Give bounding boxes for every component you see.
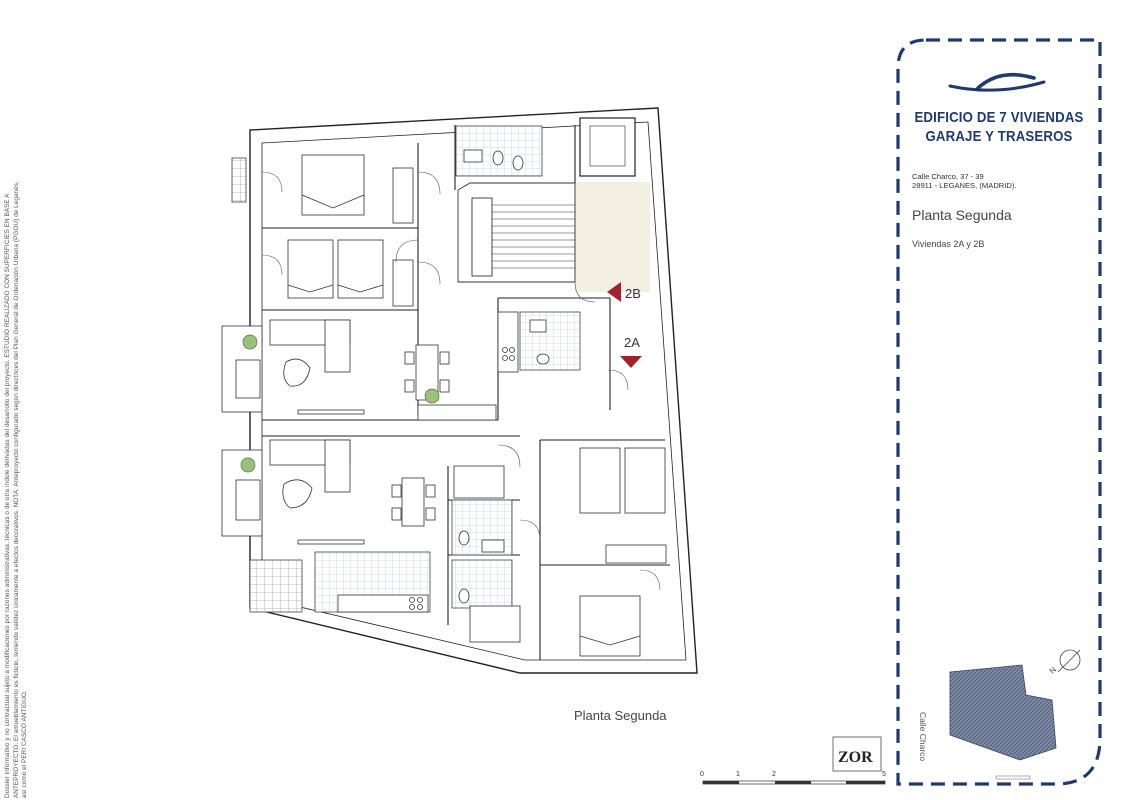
plan-caption: Planta Segunda <box>574 708 667 723</box>
patio-grid <box>249 559 303 613</box>
info-panel: EDIFICIO DE 7 VIVIENDAS GARAJE Y TRASERO… <box>896 38 1102 786</box>
sanitary-fixtures <box>458 149 550 604</box>
street-label: Calle Charco <box>918 712 928 762</box>
plants <box>240 334 440 473</box>
studio-stamp-logo: ZOR <box>832 736 882 772</box>
scale-tick-0: 0 <box>700 771 704 778</box>
address-line-2: 28911 - LEGANES, (MADRID). <box>912 181 1017 190</box>
project-title-line-2: GARAJE Y TRASEROS <box>925 128 1073 145</box>
svg-text:ZOR: ZOR <box>838 749 873 766</box>
lift <box>579 117 636 177</box>
scale-tick-2: 2 <box>772 771 776 778</box>
brand-logo-icon <box>948 72 1046 92</box>
kitchen-counters <box>337 311 519 613</box>
marker-2b <box>607 282 621 302</box>
unit-label-2b: 2B <box>625 286 641 301</box>
scale-tick-5: 5 <box>882 771 886 778</box>
landing-area <box>575 182 650 292</box>
scale-bar <box>702 780 886 785</box>
balcony-grid <box>231 157 247 203</box>
bathroom-middle <box>519 311 581 371</box>
project-title-line-1: EDIFICIO DE 7 VIVIENDAS <box>914 109 1084 126</box>
unit-label-2a: 2A <box>624 335 640 350</box>
scale-tick-1: 1 <box>736 771 740 778</box>
staircase <box>457 182 576 283</box>
beds <box>287 154 666 657</box>
marker-2a <box>620 356 642 368</box>
panel-dashed-border <box>896 38 1102 786</box>
living-furniture <box>221 319 450 545</box>
wardrobes <box>392 167 667 643</box>
site-plan <box>949 649 1081 780</box>
floor-name: Planta Segunda <box>912 207 1012 223</box>
address-line-1: Calle Charco, 37 - 39 <box>912 172 984 181</box>
units-label: Viviendas 2A y 2B <box>912 239 985 249</box>
door-swings <box>261 171 661 591</box>
